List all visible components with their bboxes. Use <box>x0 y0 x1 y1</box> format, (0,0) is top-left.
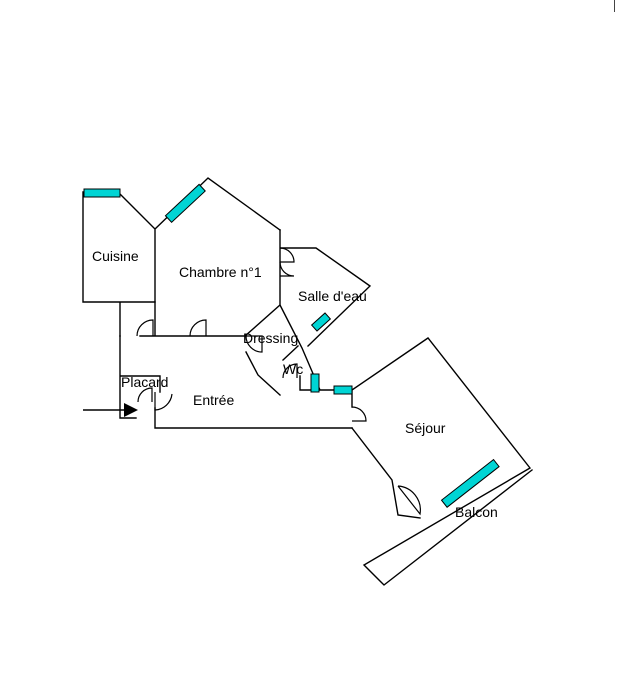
window-wc <box>310 373 320 393</box>
window-bathroom <box>310 312 332 332</box>
wall-corridor-left <box>119 335 353 429</box>
doors <box>136 247 421 516</box>
arrow-head <box>124 403 138 417</box>
label-sejour: Séjour <box>405 420 446 436</box>
windows <box>83 183 500 508</box>
door-placard <box>137 387 153 403</box>
door-balcony <box>397 485 421 516</box>
window-bedroom <box>164 183 206 224</box>
window-kitchen <box>83 188 121 198</box>
entrance-arrow <box>83 403 138 417</box>
wall-bathroom <box>244 229 372 396</box>
door-living <box>351 406 367 422</box>
edge-mark <box>614 0 615 12</box>
label-cuisine: Cuisine <box>92 248 139 264</box>
label-placard: Placard <box>121 374 168 390</box>
wall-living <box>351 337 533 586</box>
label-balcon: Balcon <box>455 504 498 520</box>
door-bedroom <box>189 319 207 337</box>
door-entrance <box>154 392 173 411</box>
window-living-side <box>333 385 353 395</box>
label-salle-eau: Salle d'eau <box>298 288 367 304</box>
door-bath-top <box>279 247 295 263</box>
room-labels: Cuisine Chambre n°1 Salle d'eau Dressing… <box>92 248 498 520</box>
door-wc <box>282 363 298 379</box>
door-bath-mid <box>279 261 295 277</box>
label-entree: Entrée <box>193 392 234 408</box>
label-dressing: Dressing <box>243 330 298 346</box>
label-wc: Wc <box>283 361 303 377</box>
window-living-balcony <box>440 458 500 508</box>
label-chambre: Chambre n°1 <box>179 264 262 280</box>
door-dressing <box>245 335 263 353</box>
door-kitchen <box>136 319 154 337</box>
wall-corridor-top <box>139 301 247 337</box>
